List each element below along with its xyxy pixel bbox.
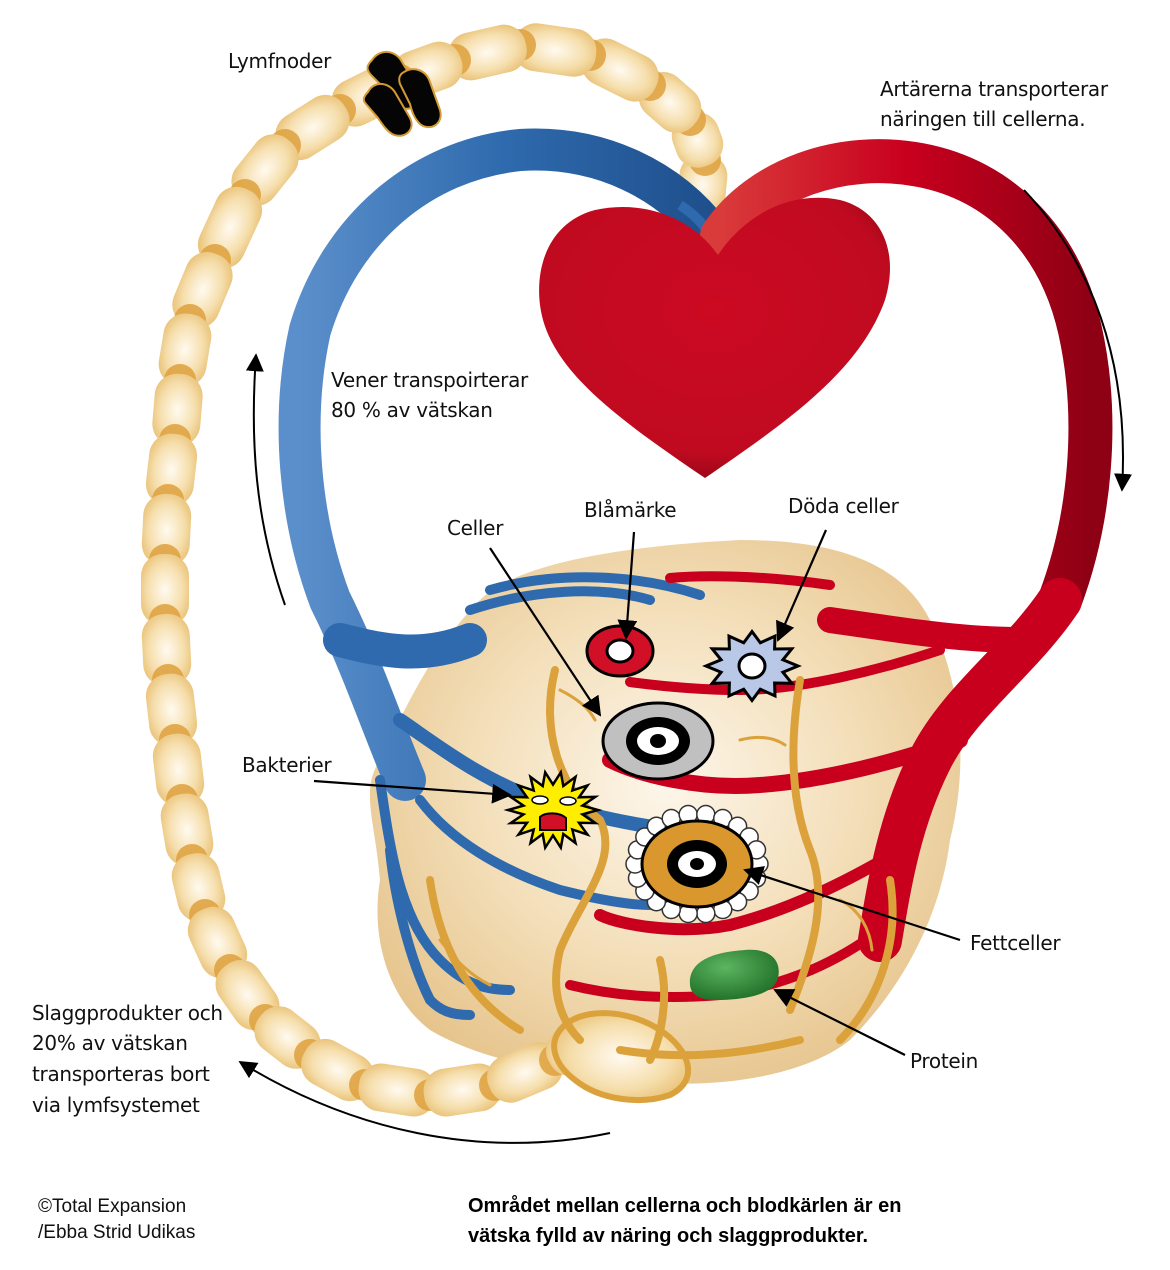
protein-icon [689,949,779,1000]
lymph-segment [141,554,189,626]
artery-main [700,139,1113,622]
bacteria-icon [503,768,603,852]
label-bruise: Blåmärke [584,498,677,522]
label-dead-cells: Döda celler [788,494,899,518]
label-protein: Protein [910,1049,979,1073]
label-arrows [313,529,961,1056]
label-fat-cells: Fettceller [970,931,1061,955]
bruise-cell-icon [585,624,655,678]
label-cells: Celler [447,516,504,540]
credit-line1: ©Total Expansion [38,1196,187,1217]
lymph-flow-arrow [238,1061,611,1144]
label-lymph-nodes: Lymfnoder [228,49,332,73]
label-lymph-system-line1: Slaggprodukter och [32,1001,223,1025]
arrow-doda-celler [776,529,828,642]
lymph-capillaries [426,666,897,1064]
arrow-celler [489,547,602,717]
lymph-collector [551,1010,691,1103]
lymph-segment [513,23,597,77]
heart-icon [539,197,890,479]
label-lymph-system-line3: transporteras bort [32,1062,210,1086]
arrow-bakterier [313,779,512,804]
caption-line1: Området mellan cellerna och blodkärlen ä… [468,1195,902,1217]
lymph-nodes-icon [362,51,442,137]
normal-cell-icon [601,701,715,781]
flow-arrows [238,189,1132,1144]
label-veins-line1: Vener transpoirterar [331,368,528,392]
arrow-blamarke [617,531,638,640]
label-arteries-line2: näringen till cellerna. [880,107,1086,131]
dead-cell-icon [702,628,802,704]
label-bacteria: Bakterier [242,753,332,777]
arrow-fettceller [743,866,961,942]
label-veins-line2: 80 % av vätskan [331,398,493,422]
caption-line2: vätska fylld av näring och slaggprodukte… [468,1225,869,1247]
vein-flow-arrow [245,353,286,606]
lymph-segment [141,613,192,687]
label-lymph-system-line2: 20% av vätskan [32,1031,188,1055]
arrow-protein [773,989,906,1056]
credit-line2: /Ebba Strid Udikas [38,1222,196,1243]
fat-cell-icon [625,804,769,924]
artery-flow-arrow [1023,189,1132,492]
label-arteries-line1: Artärerna transporterar [880,77,1108,101]
label-lymph-system-line4: via lymfsystemet [32,1093,200,1117]
lymph-segment [141,493,192,567]
